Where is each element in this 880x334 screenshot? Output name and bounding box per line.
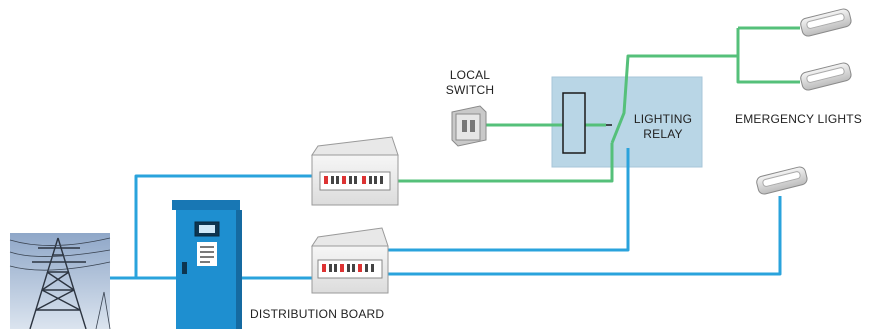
- supply-wiring: [110, 148, 782, 280]
- emergency-light-icon: [800, 62, 852, 91]
- switched-wire-light-branch: [736, 28, 800, 84]
- lighting-relay-label-line2: RELAY: [643, 127, 683, 141]
- supply-wire-board-to-relay: [382, 148, 630, 252]
- consumer-unit-icon: [311, 136, 399, 206]
- switched-wire-relay-to-lights: [610, 54, 738, 144]
- relay-icon: [562, 92, 586, 154]
- emergency-light-icon: [800, 8, 852, 37]
- emergency-light-icon: [756, 166, 808, 195]
- meter-kiosk-icon: [172, 200, 242, 329]
- switched-wire-board-to-relay: [398, 143, 614, 183]
- distribution-board-label: DISTRIBUTION BOARD: [250, 307, 385, 321]
- local-switch-label: LOCAL SWITCH: [440, 68, 500, 98]
- emergency-lights-label: EMERGENCY LIGHTS: [735, 112, 863, 126]
- supply-wire-upper-board: [110, 174, 312, 280]
- switched-wiring: [398, 26, 800, 183]
- lighting-relay-label-line1: LIGHTING: [633, 112, 693, 126]
- switch-icon: [451, 105, 487, 147]
- local-switch-label-line1: LOCAL: [449, 68, 491, 82]
- pylon-photo: [9, 233, 111, 330]
- consumer-unit-icon: [311, 227, 389, 294]
- supply-wire-board-to-emergency: [382, 196, 782, 276]
- lighting-relay-label: LIGHTING RELAY: [628, 112, 698, 142]
- local-switch-label-line2: SWITCH: [445, 83, 495, 97]
